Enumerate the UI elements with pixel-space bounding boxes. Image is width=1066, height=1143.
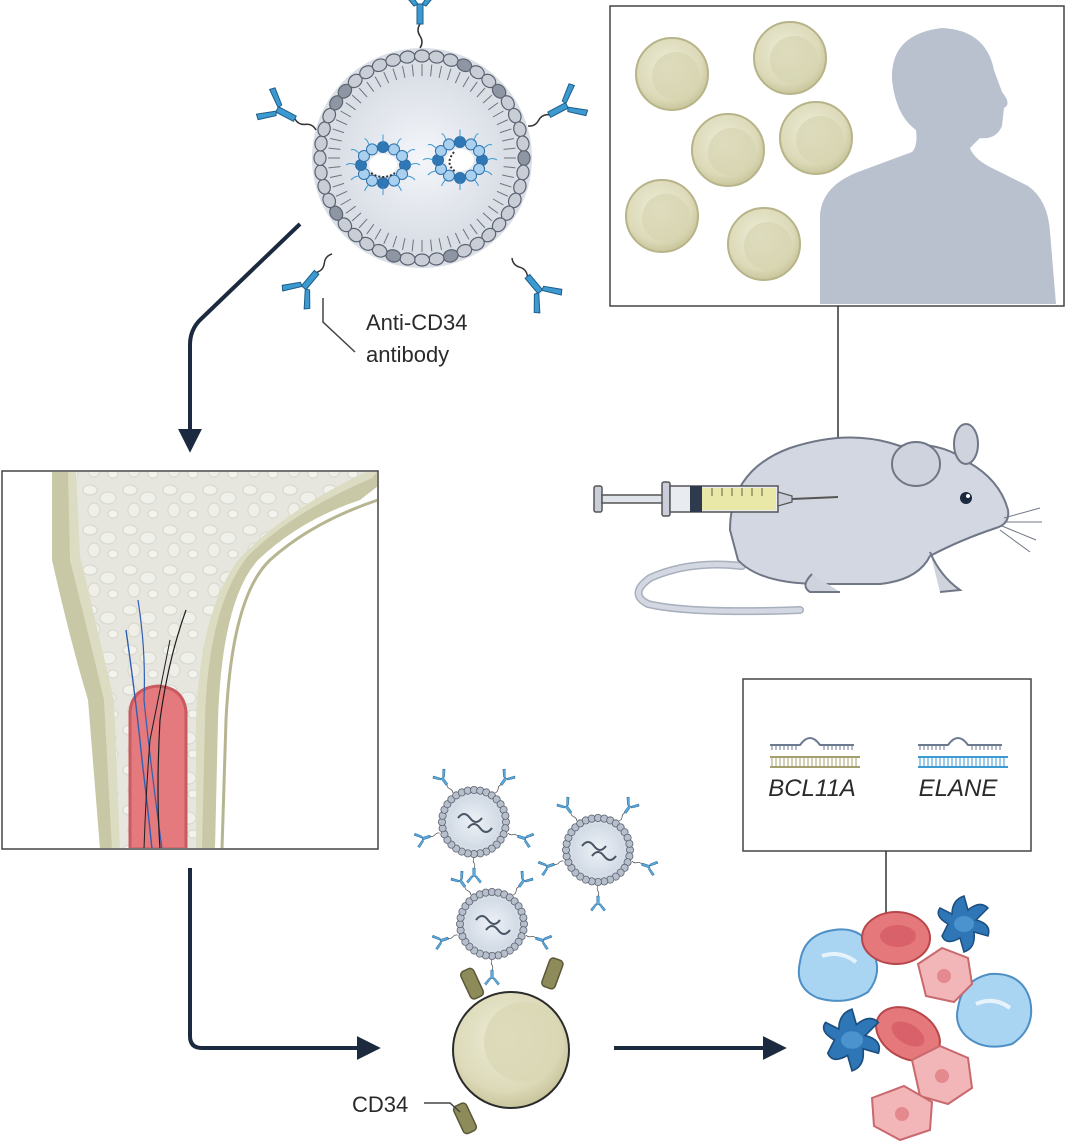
anti-cd34-leader xyxy=(322,298,356,353)
progenitor-cell-1 xyxy=(797,928,879,1002)
lnp-membrane xyxy=(313,49,531,267)
arrow-bone-to-cell xyxy=(188,868,381,1060)
guide-rna-bcl11a-icon xyxy=(770,737,860,768)
lnp-lipid-tails xyxy=(328,64,516,252)
cd34-label: CD34 xyxy=(352,1092,408,1117)
guide-rna-elane-icon xyxy=(918,737,1008,768)
gene-label-elane: ELANE xyxy=(919,775,999,802)
mouse-icon xyxy=(634,423,1042,616)
cargo-right xyxy=(422,129,498,190)
patient-cells-panel xyxy=(609,5,1065,496)
syringe-icon xyxy=(593,481,839,517)
arrow-lnp-to-bone xyxy=(178,222,302,453)
cd34-stem-cell xyxy=(452,957,570,1135)
gene-targets-panel: BCL11A ELANE xyxy=(742,678,1032,916)
bone-marrow-panel xyxy=(1,470,379,850)
cargo-left xyxy=(345,134,421,195)
dendritic-cell-2 xyxy=(822,1008,881,1072)
anti-cd34-label-line2: antibody xyxy=(366,342,449,367)
anti-cd34-label-line1: Anti-CD34 xyxy=(366,310,467,335)
human-silhouette-icon xyxy=(820,28,1056,304)
anti-cd34-antibody-icons xyxy=(255,0,589,314)
blood-cells-cluster xyxy=(797,895,1033,1142)
dendritic-cell-1 xyxy=(937,895,990,953)
lipid-nanoparticle xyxy=(255,0,589,314)
small-lipid-nanoparticles xyxy=(413,768,659,986)
cd34-receptor-icons xyxy=(452,957,564,1135)
progenitor-cell-2 xyxy=(956,972,1033,1048)
gene-label-bcl11a: BCL11A xyxy=(768,775,856,802)
cd34-leader xyxy=(424,1102,461,1113)
stem-cells xyxy=(625,21,853,281)
